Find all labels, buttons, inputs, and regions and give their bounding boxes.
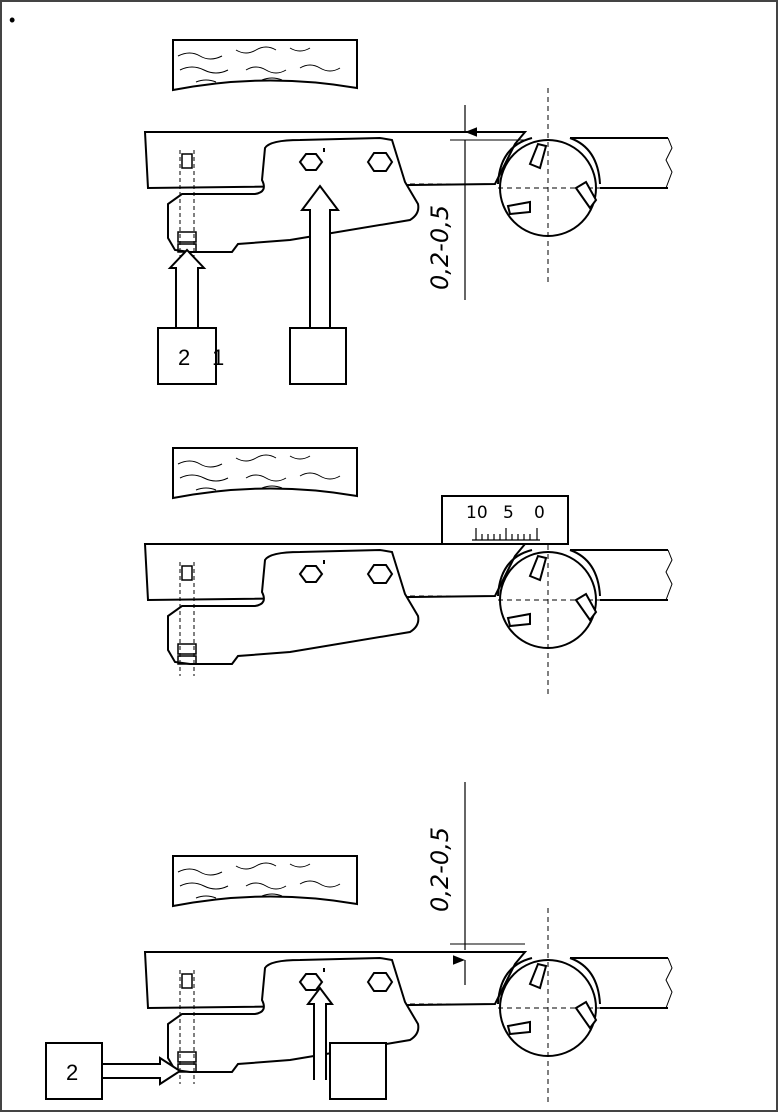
label-box-2 <box>45 1042 103 1100</box>
workpiece-board <box>172 39 358 91</box>
label-2: 2 <box>66 1060 78 1085</box>
label-1: 1 <box>212 345 224 370</box>
figure-bottom: 0,2-0,5 2 <box>45 782 673 1103</box>
figure-top: 0,2-0,5 2 1 <box>144 39 673 385</box>
gauge-ticks <box>472 528 540 541</box>
arrow-up-icon <box>300 184 340 330</box>
planer-assembly <box>144 907 673 1103</box>
arrow-up-icon <box>167 248 207 330</box>
planer-assembly <box>144 87 673 283</box>
gauge-scale-10: 10 <box>466 503 488 523</box>
weight-block <box>289 327 347 385</box>
bullet: • <box>9 10 15 30</box>
workpiece-board <box>172 447 358 499</box>
dimension-label-bottom: 0,2-0,5 <box>426 827 454 912</box>
gauge-scale-5: 5 <box>503 503 514 523</box>
planer-assembly <box>144 499 673 695</box>
arrow-right-icon <box>102 1056 182 1086</box>
label-box-2 <box>157 327 217 385</box>
weight-block <box>329 1042 387 1100</box>
dimension-label-top: 0,2-0,5 <box>426 205 454 290</box>
figure-middle: 10 5 0 <box>144 447 673 695</box>
workpiece-board <box>172 855 358 907</box>
setting-gauge <box>441 495 569 545</box>
arrow-up-icon <box>306 986 334 1080</box>
label-2: 2 <box>178 345 190 370</box>
gauge-scale-0: 0 <box>534 503 545 523</box>
